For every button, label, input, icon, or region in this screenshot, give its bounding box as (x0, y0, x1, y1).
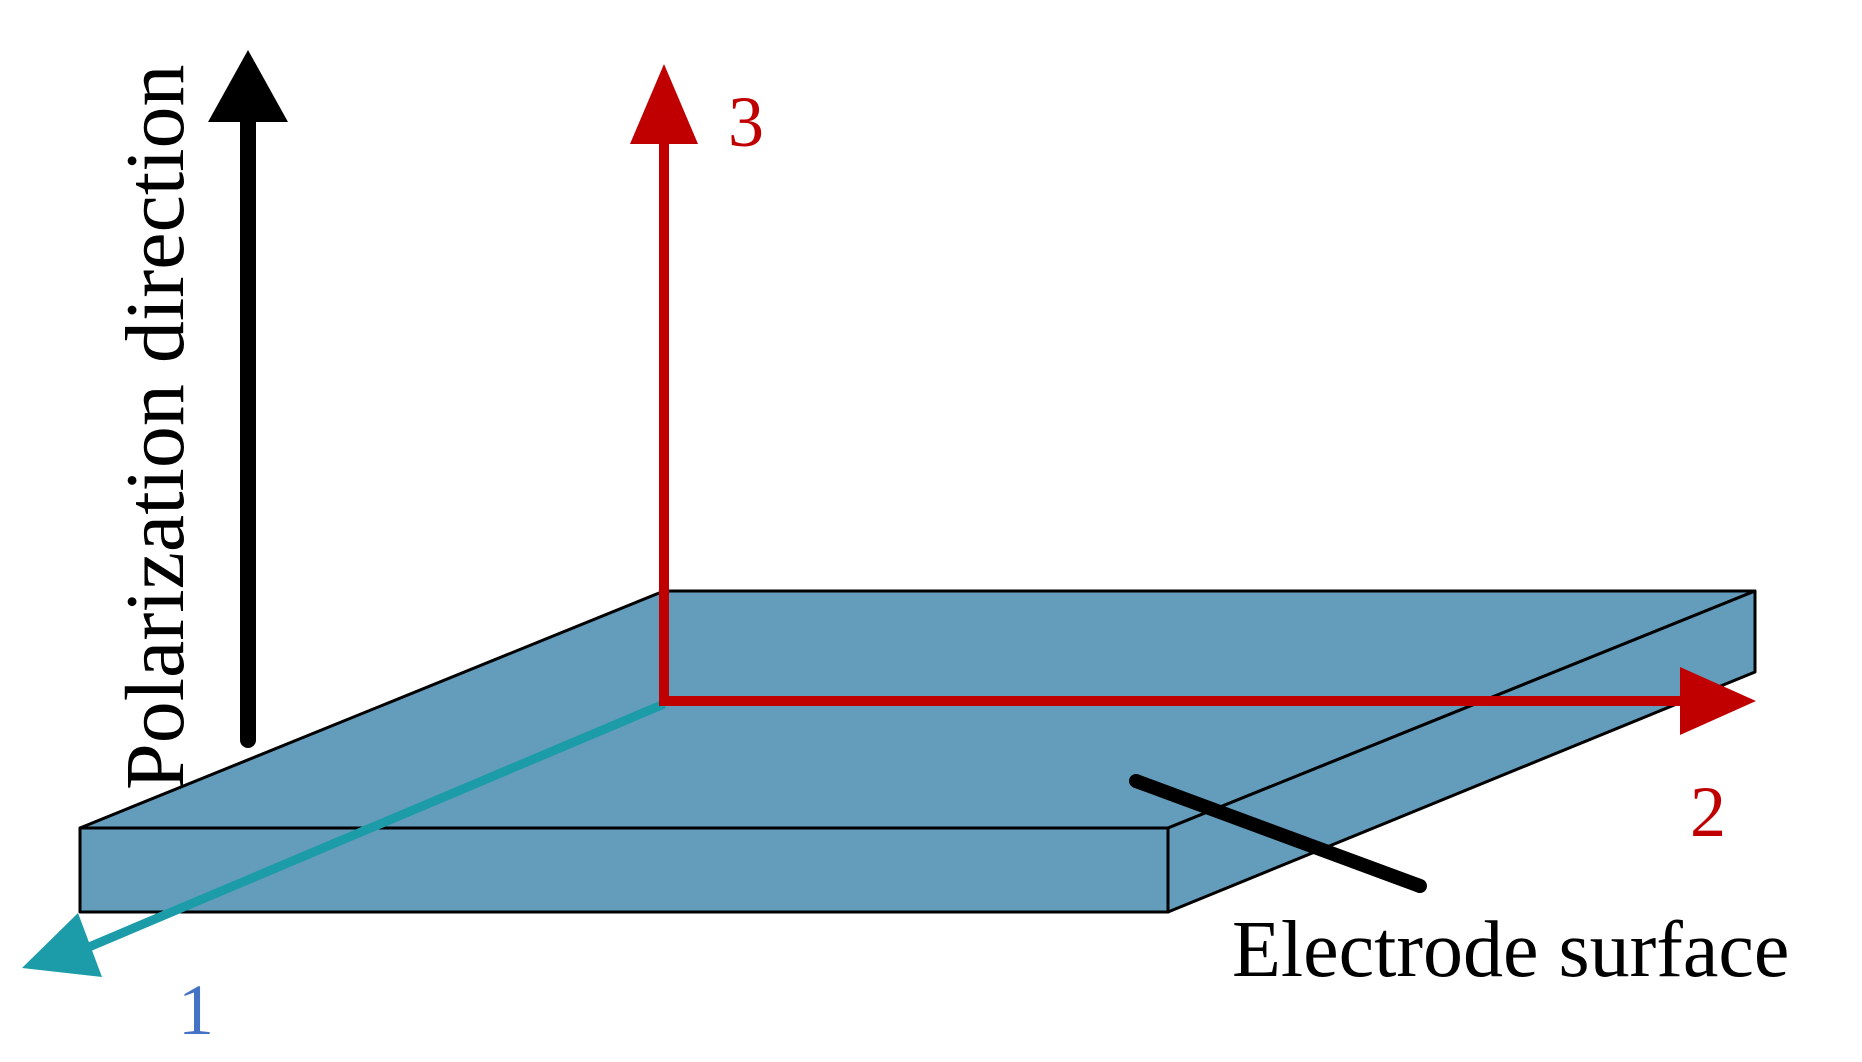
axis-1-arrow (22, 699, 666, 977)
axis-1-arrowhead (22, 913, 102, 977)
polarization-arrow (208, 50, 288, 748)
electrode-surface-label: Electrode surface (1232, 906, 1789, 994)
plate-right-face (1166, 589, 1757, 914)
axis-3-label: 3 (728, 82, 764, 162)
electrode-pointer-line (1129, 774, 1427, 893)
axis-3-arrow (630, 64, 698, 706)
axis-3-arrowhead (630, 64, 698, 144)
axis-1-label: 1 (178, 970, 214, 1050)
plate-front-face (78, 826, 1170, 914)
axis-2-arrowhead (1680, 667, 1756, 735)
axis-2-label: 2 (1690, 772, 1726, 852)
polarization-arrowhead (208, 50, 288, 122)
axis-2-arrow (659, 667, 1756, 735)
piezo-plate (78, 589, 1757, 914)
polarization-label: Polarization direction (109, 65, 202, 790)
